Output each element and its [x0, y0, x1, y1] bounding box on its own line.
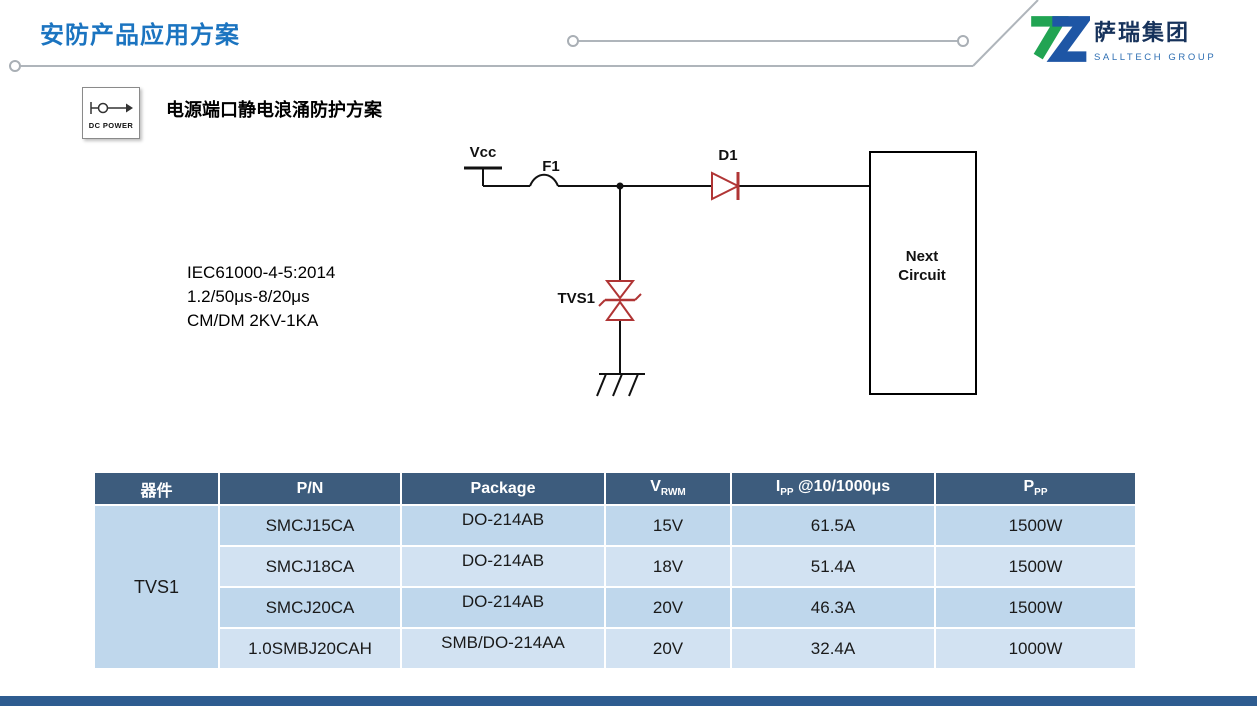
logo-name-cn: 萨瑞集团	[1094, 20, 1191, 45]
table-header-row: 器件 P/N Package VRWM IPP @10/1000μs PPP	[93, 471, 1137, 506]
cell-ppp: 1500W	[934, 504, 1137, 547]
next-circuit-label-line2: Circuit	[898, 267, 946, 284]
company-logo-icon	[1031, 16, 1090, 62]
page-title: 安防产品应用方案	[40, 22, 240, 49]
surge-standard-text: IEC61000-4-5:2014 1.2/50μs-8/20μs CM/DM …	[187, 261, 335, 333]
table-row: TVS1 SMCJ15CA DO-214AB 15V 61.5A 1500W	[93, 504, 1137, 670]
standard-line: CM/DM 2KV-1KA	[187, 311, 319, 330]
cell-package: DO-214AB	[400, 545, 606, 588]
tvs-diode-icon	[598, 280, 642, 321]
table-row: 1.0SMBJ20CAH SMB/DO-214AA 20V 32.4A 1000…	[94, 627, 1137, 670]
cell-ipp: 61.5A	[730, 504, 936, 547]
cell-component: TVS1	[93, 504, 220, 670]
next-circuit-box	[869, 151, 977, 395]
cell-package: DO-214AB	[400, 504, 606, 547]
cell-vrwm: 20V	[604, 586, 732, 629]
tvs-label: TVS1	[557, 290, 595, 307]
dc-plug-icon	[90, 101, 133, 114]
col-header-package: Package	[400, 471, 606, 506]
cell-pn: SMCJ20CA	[218, 586, 402, 629]
table-row: SMCJ18CA DO-214AB 18V 51.4A 1500W	[94, 545, 1137, 588]
circuit-wires	[464, 166, 870, 374]
col-header-ipp: IPP @10/1000μs	[730, 471, 936, 506]
logo-name-en: SALLTECH GROUP	[1094, 52, 1217, 63]
cell-ipp: 51.4A	[730, 545, 936, 588]
cell-vrwm: 20V	[604, 627, 732, 670]
cell-vrwm: 15V	[604, 504, 732, 547]
cell-package: DO-214AB	[400, 586, 606, 629]
standard-line: 1.2/50μs-8/20μs	[187, 287, 310, 306]
fuse-label: F1	[542, 158, 560, 175]
cell-ppp: 1500W	[934, 586, 1137, 629]
standard-line: IEC61000-4-5:2014	[187, 263, 336, 282]
cell-ipp: 46.3A	[730, 586, 936, 629]
col-header-vrwm: VRWM	[604, 471, 732, 506]
cell-pn: 1.0SMBJ20CAH	[218, 627, 402, 670]
dc-power-label: DC POWER	[88, 120, 134, 130]
cell-ppp: 1000W	[934, 627, 1137, 670]
col-header-pn: P/N	[218, 471, 402, 506]
next-circuit-label-line1: Next	[906, 248, 939, 265]
cell-vrwm: 18V	[604, 545, 732, 588]
bottom-accent-bar	[0, 696, 1257, 706]
col-header-component: 器件	[93, 471, 220, 506]
component-table: 器件 P/N Package VRWM IPP @10/1000μs PPP T…	[93, 471, 1137, 670]
section-title: 电源端口静电浪涌防护方案	[166, 100, 382, 120]
dc-power-icon: DC POWER	[82, 87, 140, 139]
cell-ipp: 32.4A	[730, 627, 936, 670]
diode-icon	[711, 171, 741, 201]
cell-package: SMB/DO-214AA	[400, 627, 606, 670]
fuse-icon	[529, 173, 559, 187]
diode-label: D1	[718, 147, 737, 164]
company-logo: 萨瑞集团 SALLTECH GROUP	[1094, 15, 1244, 63]
cell-pn: SMCJ15CA	[218, 504, 402, 547]
cell-pn: SMCJ18CA	[218, 545, 402, 588]
wire-junction-dot	[616, 182, 624, 190]
col-header-ppp: PPP	[934, 471, 1137, 506]
ground-icon	[596, 373, 645, 397]
cell-ppp: 1500W	[934, 545, 1137, 588]
vcc-label: Vcc	[470, 144, 497, 161]
table-row: SMCJ20CA DO-214AB 20V 46.3A 1500W	[94, 586, 1137, 629]
